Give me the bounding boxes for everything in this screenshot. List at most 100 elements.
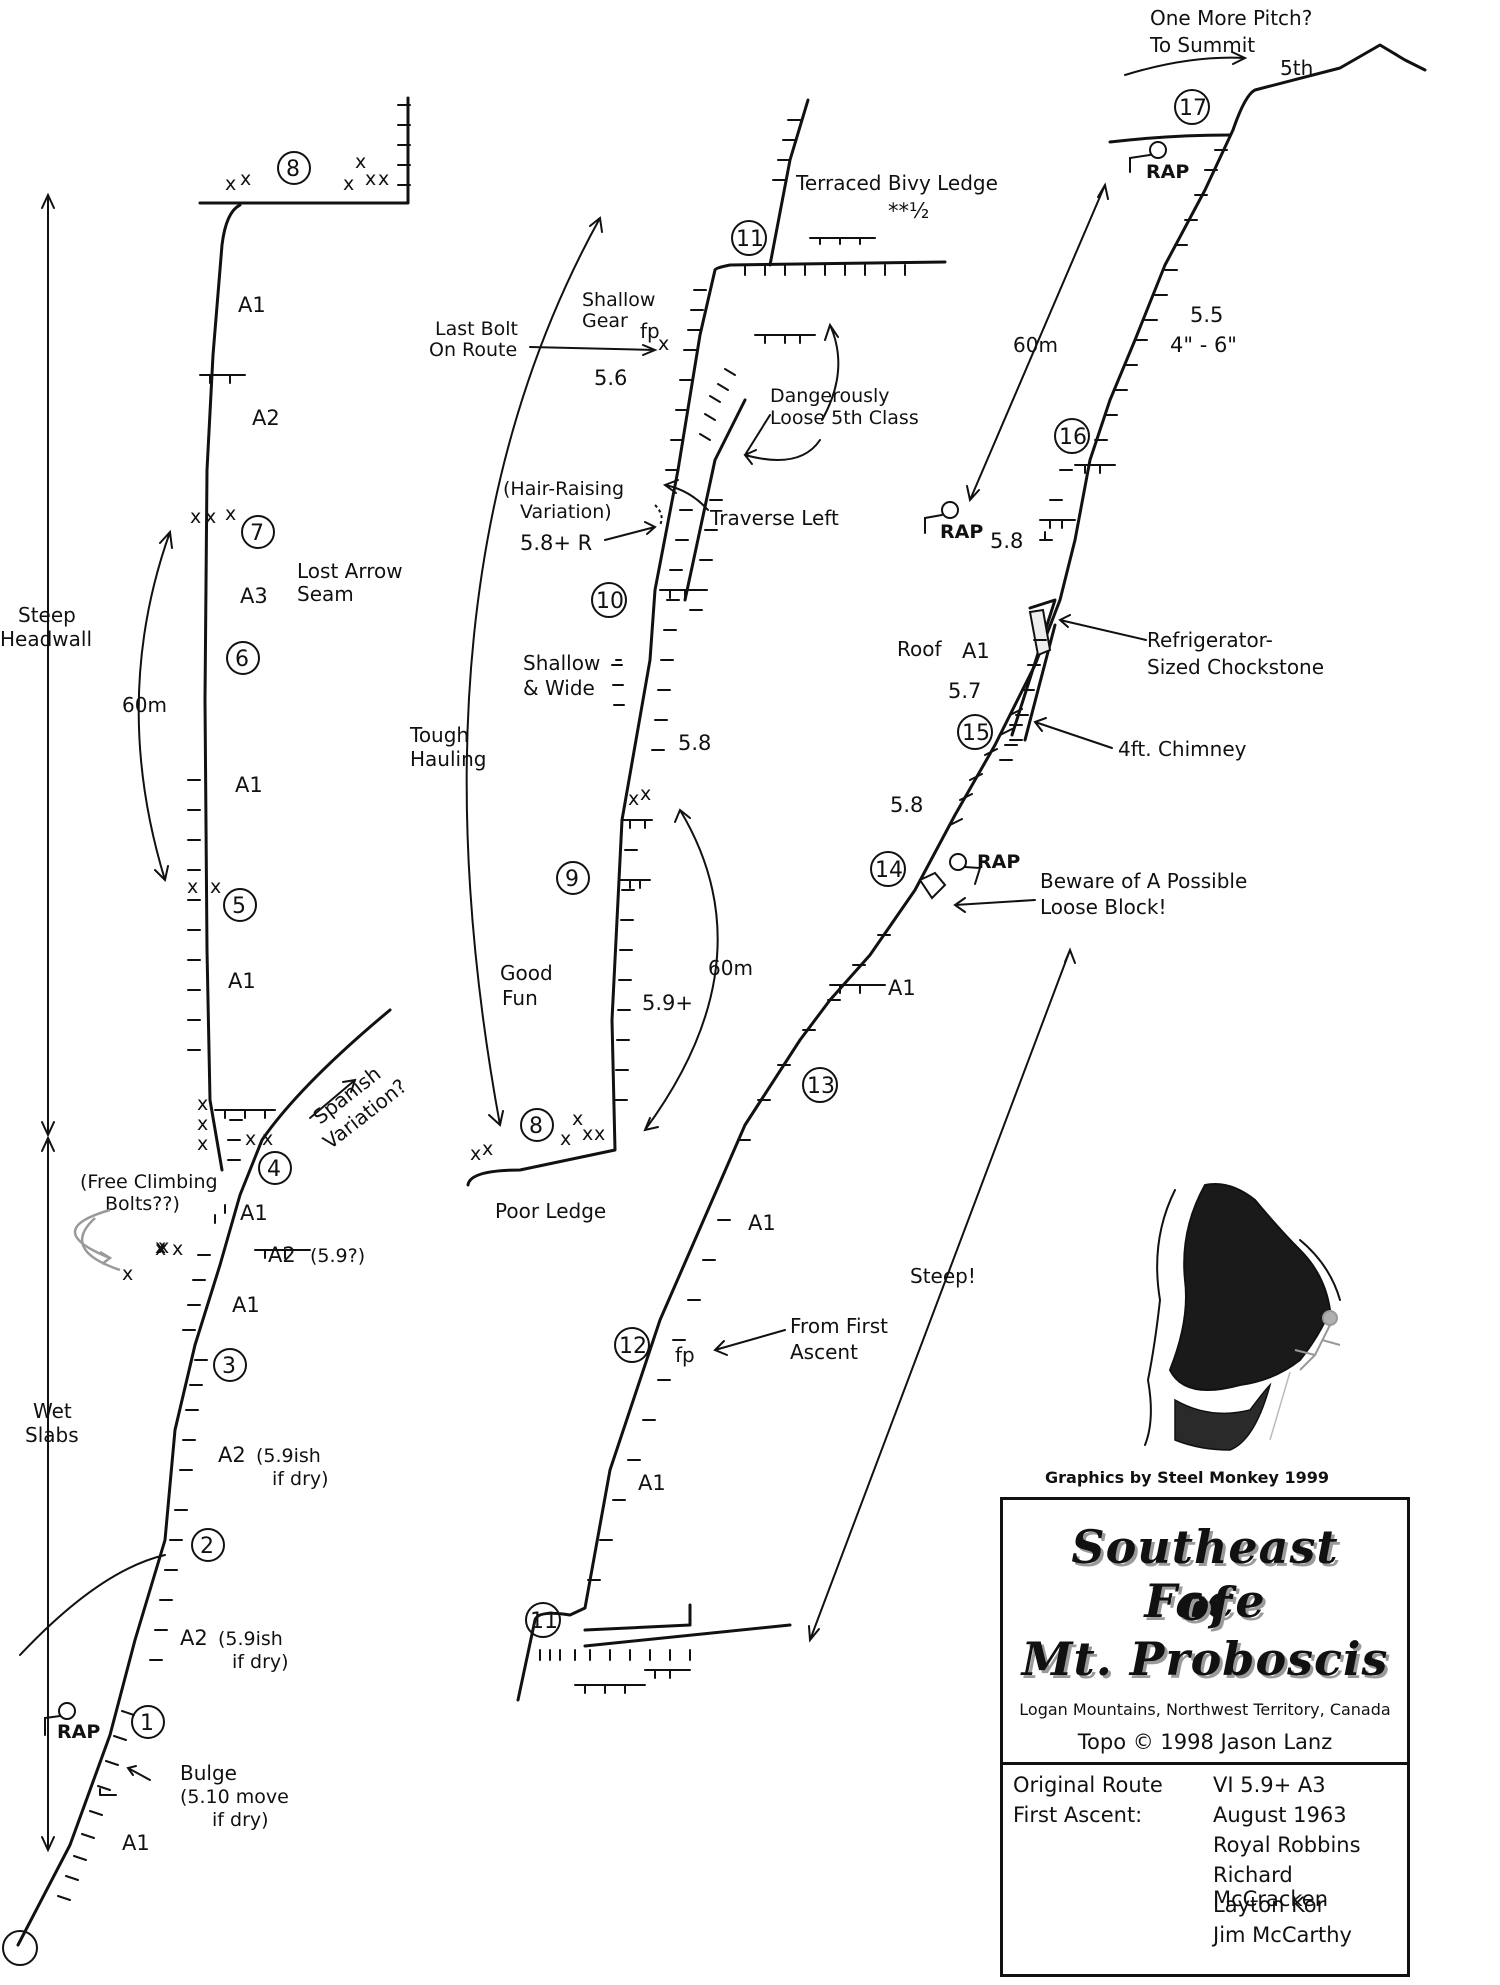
rap-station-17: RAP [1129,141,1189,183]
lost-arrow-1: Lost Arrow [297,559,403,583]
pitch-marker-4: 4 [258,1151,292,1185]
refrigerator-1: Refrigerator- [1147,628,1273,652]
shallow-wide-2: & Wide [523,676,595,700]
traverse-left: Traverse Left [709,506,839,530]
grade-p2: A2 [180,1626,208,1650]
svg-text:x: x [240,168,251,190]
svg-text:3: 3 [222,1354,236,1379]
title-box: Southeast Face of Mt. Proboscis Logan Mo… [1000,1497,1410,1977]
pitch-marker-15: 15 [957,714,993,750]
terraced-bivy: Terraced Bivy Ledge [795,171,998,195]
chimney-label: 4ft. Chimney [1118,737,1247,761]
pitch-marker-10: 10 [591,582,627,618]
one-more-2: To Summit [1149,33,1255,57]
pitch-marker-17: 17 [1174,89,1210,125]
grade-p4b: (5.9?) [310,1245,365,1267]
pitch-marker-6: 6 [226,641,260,675]
free-bolts-1: (Free Climbing [80,1171,218,1193]
svg-text:11: 11 [736,227,764,252]
title-line-1: Southeast Face [1071,1520,1339,1628]
grade-p2-note-b: if dry) [232,1651,289,1673]
grade-p3-note-b: if dry) [272,1468,329,1490]
title-line-2: of [1178,1577,1232,1631]
grade-p15a: 5.8 [890,793,923,817]
grade-p15c: Roof [897,637,942,661]
svg-text:x: x [190,506,201,528]
pitch-marker-2: 2 [191,1528,225,1562]
grade-p6: A1 [235,773,263,797]
grade-p4c: A1 [240,1201,268,1225]
pitch-marker-9: 9 [556,861,590,895]
svg-text:RAP: RAP [57,1721,100,1743]
svg-text:RAP: RAP [1146,161,1189,183]
loose-block [918,871,947,900]
pitch-marker-1: 1 [131,1705,165,1739]
free-bolts-2: Bolts??) [105,1193,180,1215]
svg-text:16: 16 [1059,425,1087,450]
free-bolt-1: x [155,1236,166,1258]
grade-p12: A1 [638,1471,666,1495]
svg-text:9: 9 [565,867,579,892]
top-ledge-left [198,96,410,205]
svg-text:x: x [378,168,389,190]
loose-block-1: Beware of A Possible [1040,869,1247,893]
svg-text:x: x [343,173,354,195]
svg-text:x: x [355,151,366,173]
right-arrows [713,51,1248,1643]
svg-text:11: 11 [530,1609,558,1634]
climber-1: Royal Robbins [1213,1833,1361,1857]
pitch-marker-11-top: 11 [731,220,767,256]
grade-p14: A1 [888,976,916,1000]
svg-text:13: 13 [807,1074,835,1099]
steep-label: Steep! [910,1264,976,1288]
shallow-gear-2: Gear [582,310,628,332]
svg-text:6: 6 [235,647,249,672]
grade-p13: A1 [748,1211,776,1235]
pitch-marker-14: 14 [870,851,906,887]
grade-p3: A2 [218,1443,246,1467]
last-bolt-1: Last Bolt [435,318,518,340]
grade-p5: A1 [228,969,256,993]
rap-station-1: RAP [44,1702,100,1743]
title-panel: Southeast Face of Mt. Proboscis Logan Mo… [1003,1500,1407,1765]
grade-p17a: 5.5 [1190,303,1223,327]
svg-text:RAP: RAP [940,521,983,543]
svg-text:12: 12 [619,1334,647,1359]
svg-text:x: x [205,506,216,528]
wet-slabs-1: Wet [33,1399,72,1423]
svg-text:x: x [658,333,669,355]
fp-mid: fp [640,319,660,343]
mid-wall-hatches [611,119,906,1101]
svg-text:x: x [582,1123,593,1145]
left-arrows [41,192,357,1853]
nose-mountain-illustration [1144,1183,1341,1451]
poor-ledge: Poor Ledge [495,1199,606,1223]
svg-text:17: 17 [1179,96,1207,121]
rap-station-16: RAP [924,501,983,543]
from-first-1: From First [790,1314,888,1338]
sixty-m-left: 60m [122,693,167,717]
title-line-3: Mt. Proboscis [1021,1632,1389,1686]
svg-text:x: x [187,876,198,898]
svg-text:RAP: RAP [977,851,1020,873]
grade-p1: A1 [122,1831,150,1855]
svg-text:2: 2 [200,1534,214,1559]
svg-text:x: x [197,1133,208,1155]
grade-p10: 5.8+ R [520,531,592,555]
grade-p15b: 5.7 [948,679,981,703]
pitch-marker-11-bottom: 11 [525,1602,561,1638]
svg-text:x: x [572,1108,583,1130]
wet-slabs-2: Slabs [25,1423,79,1447]
left-wall-line [16,1008,392,1947]
dangerously-loose-1: Dangerously [770,385,890,407]
svg-text:7: 7 [250,521,264,546]
svg-text:1: 1 [140,1711,154,1736]
svg-text:x: x [197,1113,208,1135]
last-bolt-2: On Route [429,339,517,361]
right-lower-ledge [583,1603,792,1648]
left-wall-hatches [57,104,411,1901]
mid-arrows [465,216,840,1132]
grade-p9b: 5.8 [678,731,711,755]
